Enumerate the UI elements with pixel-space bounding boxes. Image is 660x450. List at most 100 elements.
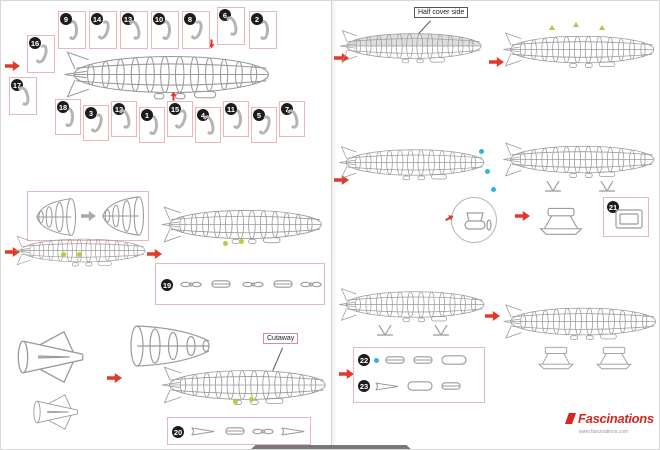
rib-part-icon	[15, 84, 31, 108]
part-callout: 2	[249, 11, 277, 49]
part-callout: 15	[167, 101, 193, 137]
part-callout: 9	[58, 11, 86, 49]
step3-arrow-icon	[107, 373, 122, 383]
tweezer-tool-icon	[191, 427, 215, 436]
rib-part-icon	[223, 14, 239, 38]
part-callout: 6	[217, 7, 245, 45]
gondola-detail-illustration	[464, 212, 492, 231]
rib-part-icon	[159, 20, 171, 40]
part-callout: 4	[195, 107, 221, 143]
part-number-badge: 13	[122, 13, 134, 25]
brand-website: www.fascinations.com	[579, 429, 629, 435]
part-number-badge: 15	[169, 103, 181, 115]
cutaway-label: Cutaway	[263, 333, 299, 344]
zeppelin-illustration	[338, 288, 485, 323]
tweezer-tool-icon	[375, 382, 399, 391]
engine-car-part-icon	[385, 356, 405, 364]
rib-part-icon	[116, 107, 132, 131]
marker-triangle-green	[573, 22, 579, 27]
part-number-badge: 7	[281, 103, 293, 115]
part-number-badge: 10	[153, 13, 165, 25]
part-number-badge: 6	[219, 9, 231, 21]
part-number-badge: 16	[29, 37, 41, 49]
part-number-badge: 18	[57, 101, 69, 113]
part-callout: 11	[223, 101, 249, 137]
part-number-badge: 5	[253, 109, 265, 121]
marker-dot-green	[77, 252, 82, 257]
marker-dot-cyan	[374, 358, 379, 363]
marker-dot-green	[233, 399, 238, 404]
part-number-badge: 4	[197, 109, 209, 121]
rib-part-icon	[200, 113, 216, 137]
marker-dot-cyan	[479, 149, 484, 154]
marker-dot-green	[223, 241, 228, 246]
part-callout: 7	[279, 101, 305, 137]
stand-legs-illustration	[544, 180, 562, 192]
display-stand-illustration	[540, 207, 582, 235]
engine-parts-box: 19	[155, 263, 325, 305]
marker-dot-green	[61, 252, 66, 257]
step-arrow-icon	[147, 249, 162, 259]
part-number-badge: 17	[11, 79, 23, 91]
display-stand-illustration	[538, 346, 574, 370]
part-callout: 17	[9, 77, 37, 115]
tweezer-tool-icon	[281, 427, 305, 436]
part-number-badge: 8	[184, 13, 196, 25]
marker-dot-green	[249, 397, 254, 402]
tool-parts-box: 20	[167, 417, 311, 445]
oval-part-icon	[441, 355, 467, 365]
step1-arrow-icon	[5, 61, 20, 71]
part-number-badge: 1	[141, 109, 153, 121]
zeppelin-illustration	[161, 366, 326, 405]
propeller-part-icon	[180, 281, 202, 288]
exploded-zeppelin-illustration	[63, 51, 270, 100]
part-number-badge: 19	[161, 279, 173, 291]
part-callout: 12	[111, 101, 137, 137]
part-number-badge: 22	[358, 354, 370, 366]
marker-dot-cyan	[491, 187, 496, 192]
stand-legs-illustration	[376, 324, 394, 336]
step2-arrow-icon	[5, 247, 20, 257]
brand-logo: Fascinations	[565, 411, 654, 426]
part-callout: 10	[151, 11, 179, 49]
part-callout: 3	[83, 105, 109, 141]
oval-part-icon	[407, 381, 433, 391]
half-cover-label-text: Half cover side	[418, 9, 465, 16]
engine-car-part-icon	[441, 382, 461, 390]
propeller-part-icon	[252, 428, 274, 435]
base-frame-part-icon	[615, 209, 643, 229]
part-callout: 14	[89, 11, 117, 49]
part-callout: 16	[27, 35, 55, 73]
engine-car-part-icon	[413, 356, 433, 364]
propeller-part-icon	[300, 281, 322, 288]
zeppelin-illustration	[338, 146, 485, 181]
step-arrow-icon	[485, 311, 500, 321]
rib-part-icon	[126, 18, 142, 42]
engine-car-part-icon	[225, 427, 245, 435]
step-arrow-icon	[515, 211, 530, 221]
page-fold-shadow	[332, 1, 337, 449]
engine-car-part-icon	[211, 280, 231, 288]
zeppelin-illustration	[502, 32, 655, 68]
rib-part-icon	[66, 20, 78, 40]
part-number-badge: 20	[172, 426, 184, 438]
assemble-arrow-icon	[81, 211, 96, 221]
part-number-badge: 2	[251, 13, 263, 25]
marker-dot-green	[239, 239, 244, 244]
zeppelin-illustration	[503, 304, 657, 341]
propeller-part-icon	[242, 281, 264, 288]
part-callout: 18	[55, 99, 81, 135]
half-covered-zeppelin-illustration	[337, 27, 485, 65]
part-callout: 1	[139, 107, 165, 143]
part-number-badge: 23	[358, 380, 370, 392]
part-number-badge: 12	[113, 103, 125, 115]
part-number-badge: 11	[225, 103, 237, 115]
gondola-parts-box: 22 23	[353, 347, 485, 403]
stand-part-box: 21	[603, 197, 649, 237]
step-arrow-icon	[334, 53, 349, 63]
tail-cone-illustration	[17, 331, 84, 383]
step-arrow-icon	[489, 57, 504, 67]
zeppelin-illustration	[14, 236, 146, 267]
part-number-badge: 9	[60, 13, 72, 25]
part-number-badge: 14	[91, 13, 103, 25]
